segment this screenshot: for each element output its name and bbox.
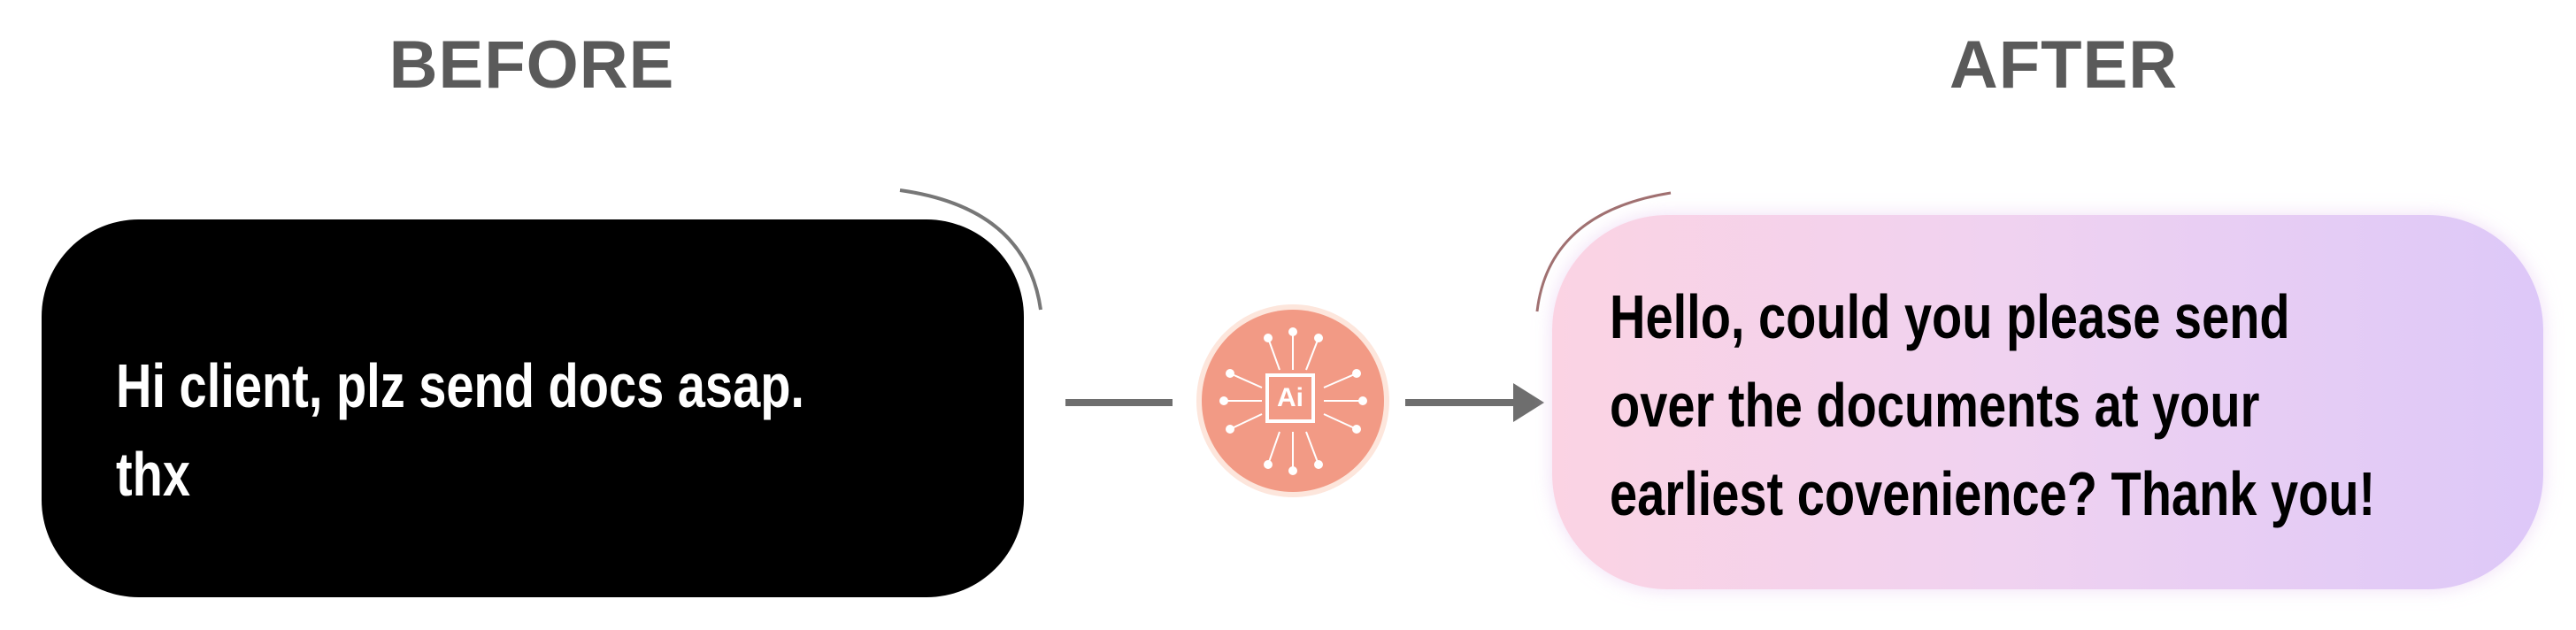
after-line: Hello, could you please send [1610, 282, 2290, 351]
before-message-card: Hi client, plz send docs asap. thx [42, 219, 1024, 597]
arrow-head-icon [1513, 383, 1544, 422]
ai-chip-label: Ai [1265, 373, 1315, 423]
after-heading: AFTER [1949, 27, 2179, 103]
ai-chip-icon: Ai [1202, 310, 1384, 492]
before-accent-arc [899, 188, 1042, 311]
before-line: thx [116, 440, 190, 509]
circuit-traces-icon [1219, 327, 1367, 475]
after-line: over the documents at your [1610, 371, 2260, 440]
after-message-card: Hello, could you please send over the do… [1552, 215, 2543, 589]
before-line: Hi client, plz send docs asap. [116, 351, 804, 420]
after-accent-arc [1535, 191, 1672, 312]
after-line: earliest covenience? Thank you! [1610, 459, 2376, 528]
before-heading: BEFORE [388, 27, 675, 103]
